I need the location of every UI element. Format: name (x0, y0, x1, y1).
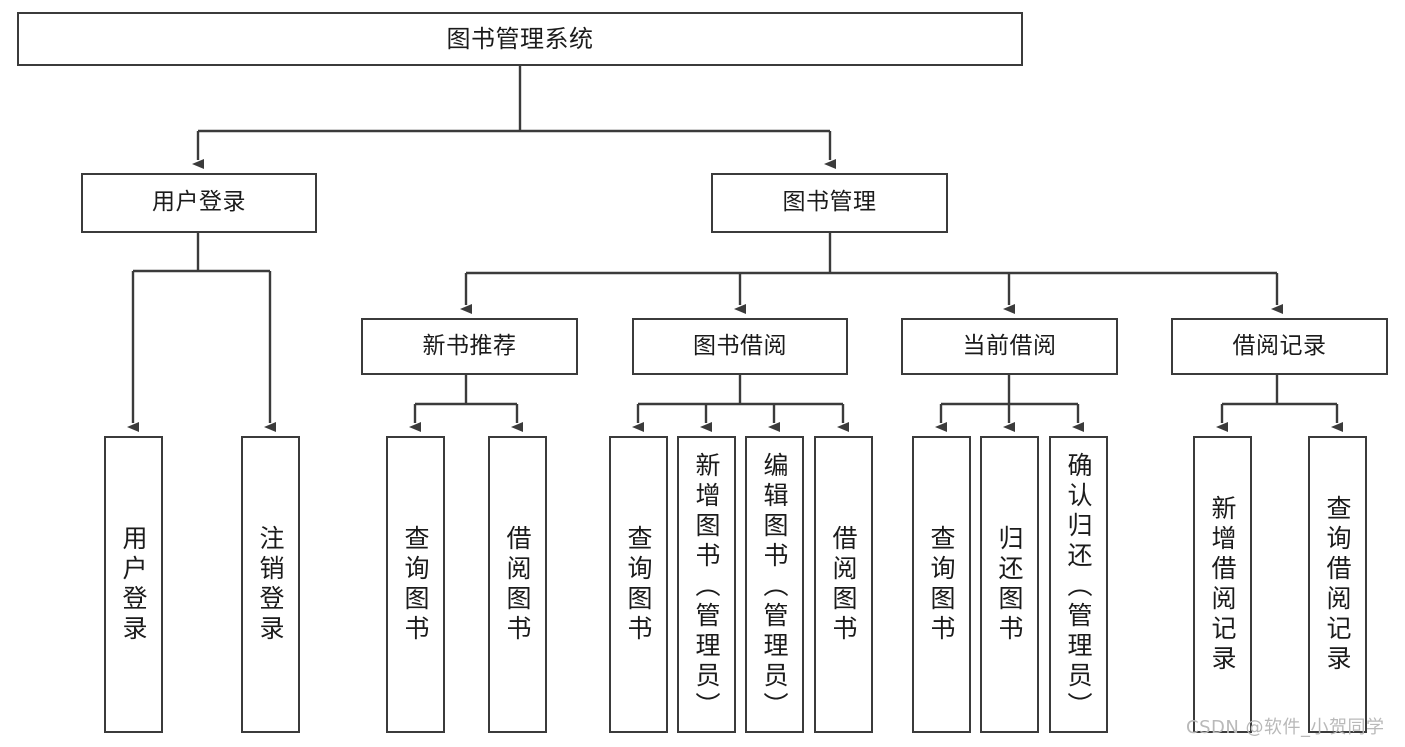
node-leaf-current-query-label: 查询图书 (927, 524, 956, 645)
node-leaf-rec-query-label: 查询图书 (401, 524, 430, 645)
node-leaf-borrow-query[interactable]: 查询图书 (609, 436, 668, 733)
node-leaf-record-add-label: 新增借阅记录 (1208, 494, 1237, 675)
node-new-book-rec[interactable]: 新书推荐 (361, 318, 578, 375)
node-leaf-current-query[interactable]: 查询图书 (912, 436, 971, 733)
node-leaf-borrow-edit[interactable]: 编辑图书（管理员） (745, 436, 804, 733)
node-leaf-borrow-edit-label: 编辑图书（管理员） (760, 452, 789, 722)
node-user-login-label: 用户登录 (152, 189, 246, 216)
node-leaf-rec-query[interactable]: 查询图书 (386, 436, 445, 733)
node-leaf-borrow-query-label: 查询图书 (624, 524, 653, 645)
node-leaf-borrow-lend-label: 借阅图书 (829, 524, 858, 645)
node-leaf-user-login[interactable]: 用户登录 (104, 436, 163, 733)
csdn-watermark: CSDN @软件_小贺同学 (1186, 717, 1385, 738)
node-leaf-record-add[interactable]: 新增借阅记录 (1193, 436, 1252, 733)
node-current-borrow-label: 当前借阅 (962, 332, 1057, 359)
node-leaf-user-logout-label: 注销登录 (256, 524, 285, 645)
node-book-manage-label: 图书管理 (782, 189, 877, 216)
node-borrow-record[interactable]: 借阅记录 (1171, 318, 1388, 375)
node-leaf-record-query[interactable]: 查询借阅记录 (1308, 436, 1367, 733)
node-leaf-rec-borrow[interactable]: 借阅图书 (488, 436, 547, 733)
node-leaf-rec-borrow-label: 借阅图书 (503, 524, 532, 645)
node-leaf-borrow-add[interactable]: 新增图书（管理员） (677, 436, 736, 733)
node-borrow-record-label: 借阅记录 (1232, 332, 1327, 359)
node-book-borrow-label: 图书借阅 (693, 332, 787, 359)
node-leaf-record-query-label: 查询借阅记录 (1323, 494, 1352, 675)
node-book-borrow[interactable]: 图书借阅 (632, 318, 848, 375)
node-book-manage[interactable]: 图书管理 (711, 173, 948, 233)
node-leaf-user-login-label: 用户登录 (119, 524, 148, 645)
node-leaf-current-confirm[interactable]: 确认归还（管理员） (1049, 436, 1108, 733)
node-leaf-user-logout[interactable]: 注销登录 (241, 436, 300, 733)
node-leaf-current-return-label: 归还图书 (995, 524, 1024, 645)
node-leaf-current-return[interactable]: 归还图书 (980, 436, 1039, 733)
node-user-login[interactable]: 用户登录 (81, 173, 317, 233)
node-leaf-current-confirm-label: 确认归还（管理员） (1064, 452, 1093, 722)
node-leaf-borrow-lend[interactable]: 借阅图书 (814, 436, 873, 733)
node-current-borrow[interactable]: 当前借阅 (901, 318, 1118, 375)
node-new-book-rec-label: 新书推荐 (422, 332, 517, 359)
node-root[interactable]: 图书管理系统 (17, 12, 1023, 66)
node-root-label: 图书管理系统 (446, 24, 594, 53)
node-leaf-borrow-add-label: 新增图书（管理员） (692, 452, 721, 722)
